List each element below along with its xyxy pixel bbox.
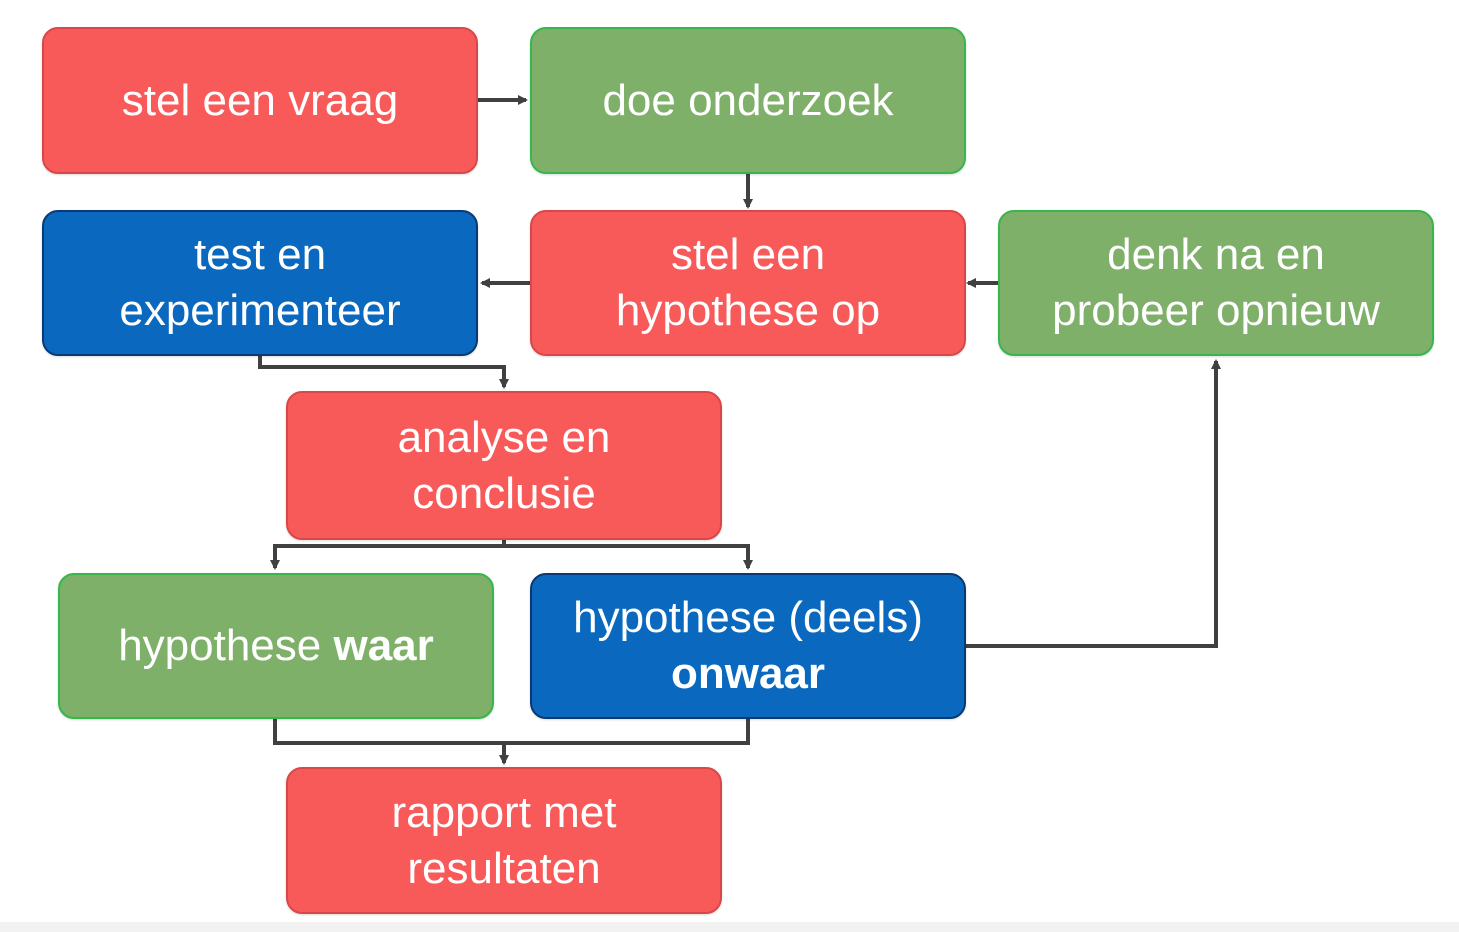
node-hypothesis: stel een hypothese op	[530, 210, 966, 356]
node-hypothesis-true-bold: waar	[333, 621, 434, 670]
node-hypothesis-true: hypothese waar	[58, 573, 494, 719]
node-hypothesis-true-label: hypothese waar	[118, 618, 434, 674]
node-analysis-line1: analyse en	[397, 412, 611, 462]
arrow-true-to-report	[273, 719, 750, 745]
node-hypothesis-line2: hypothese op	[615, 286, 881, 335]
node-report-line1: rapport met	[391, 787, 617, 837]
node-hypothesis-false: hypothese (deels) onwaar	[530, 573, 966, 719]
node-think-again-line1: denk na en	[1107, 230, 1325, 279]
arrow-test-to-analysis	[258, 356, 509, 389]
node-ask-question: stel een vraag	[42, 27, 478, 174]
node-ask-question-label: stel een vraag	[121, 75, 399, 125]
node-think-again: denk na en probeer opnieuw	[998, 210, 1434, 356]
node-test-experiment-line1: test en	[193, 230, 327, 279]
node-analysis-line2: conclusie	[412, 468, 596, 518]
node-test-experiment-line2: experimenteer	[119, 286, 401, 335]
node-hypothesis-false-bold: onwaar	[670, 649, 826, 698]
bottom-strip	[0, 922, 1459, 932]
node-hypothesis-line1: stel een	[670, 230, 826, 279]
arrow-false-to-think	[966, 359, 1221, 648]
node-report: rapport met resultaten	[286, 767, 722, 914]
node-report-line2: resultaten	[407, 843, 601, 893]
node-do-research: doe onderzoek	[530, 27, 966, 174]
node-hypothesis-true-text: hypothese	[118, 621, 334, 670]
node-hypothesis-false-line1: hypothese (deels)	[573, 593, 923, 642]
node-think-again-line2: probeer opnieuw	[1052, 286, 1380, 335]
node-test-experiment: test en experimenteer	[42, 210, 478, 356]
node-analysis: analyse en conclusie	[286, 391, 722, 540]
arrow-analysis-split	[270, 540, 506, 570]
arrow-analysis-to-false	[504, 544, 753, 570]
node-do-research-label: doe onderzoek	[602, 75, 894, 125]
